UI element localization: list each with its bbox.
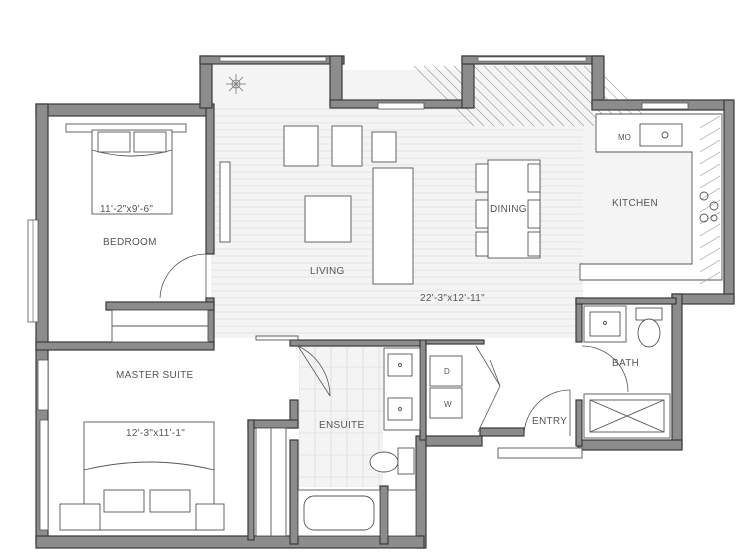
bath-label: BATH bbox=[612, 358, 639, 369]
living-label: LIVING bbox=[310, 266, 345, 277]
living-furniture bbox=[219, 125, 541, 285]
bedroom-furniture bbox=[65, 123, 187, 215]
entry-label: ENTRY bbox=[532, 416, 567, 427]
living-dims: 22'-3"x12'-11" bbox=[420, 293, 485, 304]
washer-label: W bbox=[444, 400, 452, 409]
plant-icon bbox=[226, 74, 246, 94]
microwave-label: MO bbox=[618, 133, 631, 142]
kitchen-counters bbox=[579, 113, 723, 285]
windows bbox=[27, 56, 689, 531]
dining-label: DINING bbox=[490, 204, 527, 215]
bath-door bbox=[581, 345, 629, 393]
master-suite-dims: 12'-3"x11'-1" bbox=[126, 428, 185, 439]
laundry bbox=[429, 345, 501, 433]
ensuite-label: ENSUITE bbox=[319, 420, 364, 431]
bedroom-dims: 11'-2"x9'-6" bbox=[100, 204, 153, 215]
bath-fixtures bbox=[583, 305, 671, 439]
bedroom-closet bbox=[111, 309, 209, 343]
ensuite-fixtures bbox=[297, 347, 421, 537]
bedroom-door bbox=[159, 253, 207, 299]
bedroom-label: BEDROOM bbox=[103, 237, 157, 248]
floor-ensuite bbox=[299, 345, 383, 487]
master-suite-label: MASTER SUITE bbox=[116, 370, 194, 381]
ensuite-door bbox=[297, 345, 331, 397]
bay-hatch bbox=[413, 65, 655, 127]
entry-door bbox=[497, 389, 583, 459]
dryer-label: D bbox=[444, 367, 450, 376]
master-furniture bbox=[59, 421, 287, 537]
kitchen-label: KITCHEN bbox=[612, 198, 658, 209]
